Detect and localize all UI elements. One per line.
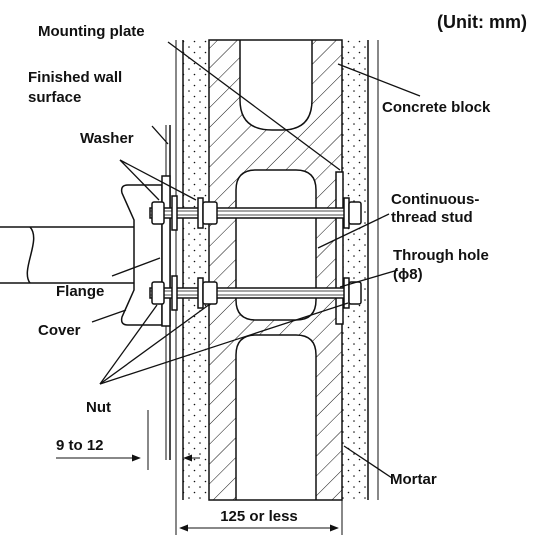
dimension-wall — [175, 500, 343, 535]
leader-finished-wall — [151, 125, 169, 145]
label-finished-wall-2: surface — [28, 89, 81, 106]
leader-concrete-block — [337, 63, 421, 97]
label-washer: Washer — [80, 130, 134, 147]
leader-mortar — [343, 445, 393, 479]
label-mortar: Mortar — [390, 471, 437, 488]
dimension-gap-label: 9 to 12 — [56, 437, 104, 454]
leader-lines — [91, 41, 421, 479]
leader-cover — [91, 309, 127, 323]
leader-nut-1 — [99, 304, 158, 385]
label-stud-2: thread stud — [391, 209, 473, 226]
mounting-plate — [335, 171, 344, 325]
flange — [161, 175, 171, 327]
concrete-block — [208, 39, 343, 501]
leader-stud — [317, 213, 390, 249]
leader-flange — [111, 257, 161, 277]
mortar-layer — [183, 40, 368, 500]
label-flange: Flange — [56, 283, 104, 300]
leader-nut-2 — [99, 303, 211, 385]
pipe — [0, 226, 156, 284]
label-through-hole-2: (ϕ8) — [393, 266, 423, 283]
stud-lower — [149, 287, 361, 299]
label-stud-1: Continuous- — [391, 191, 479, 208]
leader-washer-2 — [119, 159, 197, 201]
label-finished-wall-1: Finished wall — [28, 69, 122, 86]
washers — [171, 195, 350, 311]
stud-upper — [149, 207, 361, 219]
leader-nut-3 — [99, 302, 349, 385]
label-concrete-block: Concrete block — [382, 99, 491, 116]
dimension-gap — [56, 410, 200, 470]
dimension-wall-label: 125 or less — [220, 508, 298, 525]
leader-washer-1 — [119, 159, 160, 201]
label-cover: Cover — [38, 322, 81, 339]
label-nut: Nut — [86, 399, 111, 416]
unit-note: (Unit: mm) — [437, 12, 527, 32]
label-mounting-plate: Mounting plate — [38, 23, 145, 40]
label-through-hole-1: Through hole — [393, 247, 489, 264]
leader-mounting-plate — [167, 41, 341, 171]
leader-through-hole — [339, 269, 399, 288]
nuts — [151, 201, 362, 305]
